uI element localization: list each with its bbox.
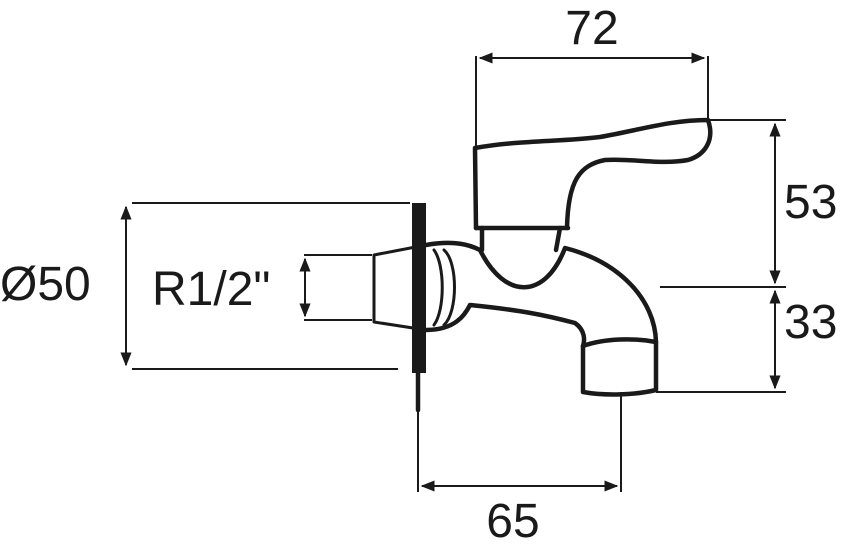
- spout-nozzle: [580, 337, 659, 397]
- dim-right-heights: 53 33: [656, 119, 837, 393]
- dim-33-label: 33: [784, 296, 837, 349]
- dim-72-label: 72: [565, 2, 618, 55]
- dim-thread-label: R1/2": [152, 263, 270, 316]
- dim-projection: 65: [417, 392, 622, 544]
- lever-handle: [472, 117, 713, 231]
- wall-flange: [412, 203, 426, 373]
- dim-diameter-label: Ø50: [0, 258, 91, 311]
- dim-53-label: 53: [784, 176, 837, 229]
- dim-thread: R1/2": [152, 254, 372, 321]
- handle-stem: [479, 225, 563, 253]
- dim-flange-diameter: Ø50: [0, 202, 410, 370]
- dim-top-width: 72: [475, 2, 709, 148]
- dim-65-label: 65: [486, 495, 539, 544]
- thread-connector: [372, 243, 428, 332]
- valve-body: [423, 240, 659, 345]
- faucet-outline: [372, 117, 713, 413]
